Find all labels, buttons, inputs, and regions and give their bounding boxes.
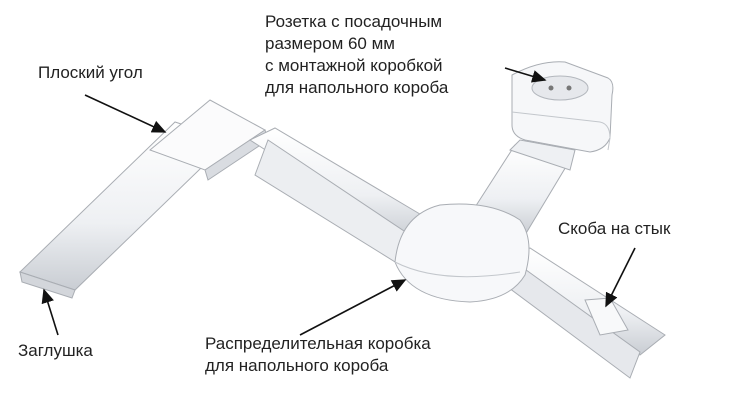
joint-bracket (584, 297, 629, 336)
joint-bracket-label: Скоба на стык (558, 219, 671, 238)
distribution-box (394, 203, 530, 303)
end-cap-label: Заглушка (18, 341, 93, 360)
socket-label-line: для напольного короба (265, 78, 449, 97)
arrow-socket (504, 67, 547, 83)
socket-label-line: размером 60 мм (265, 34, 395, 53)
socket-label-line: Розетка с посадочным (265, 12, 443, 31)
socket-label-line: с монтажной коробкой (265, 56, 443, 75)
right-duct (504, 247, 666, 379)
arrow-flat-corner (84, 94, 167, 133)
flat-corner-label: Плоский угол (38, 63, 143, 82)
arrow-end-cap (41, 288, 59, 336)
distribution-box-label: Распределительная коробка для напольного… (205, 333, 431, 377)
arrow-joint-bracket (605, 247, 636, 308)
distribution-box-label-line: Распределительная коробка (205, 334, 431, 353)
socket-label: Розетка с посадочным размером 60 мм с мо… (265, 11, 448, 99)
arrow-distribution-box (299, 279, 407, 336)
distribution-box-label-line: для напольного короба (205, 356, 389, 375)
